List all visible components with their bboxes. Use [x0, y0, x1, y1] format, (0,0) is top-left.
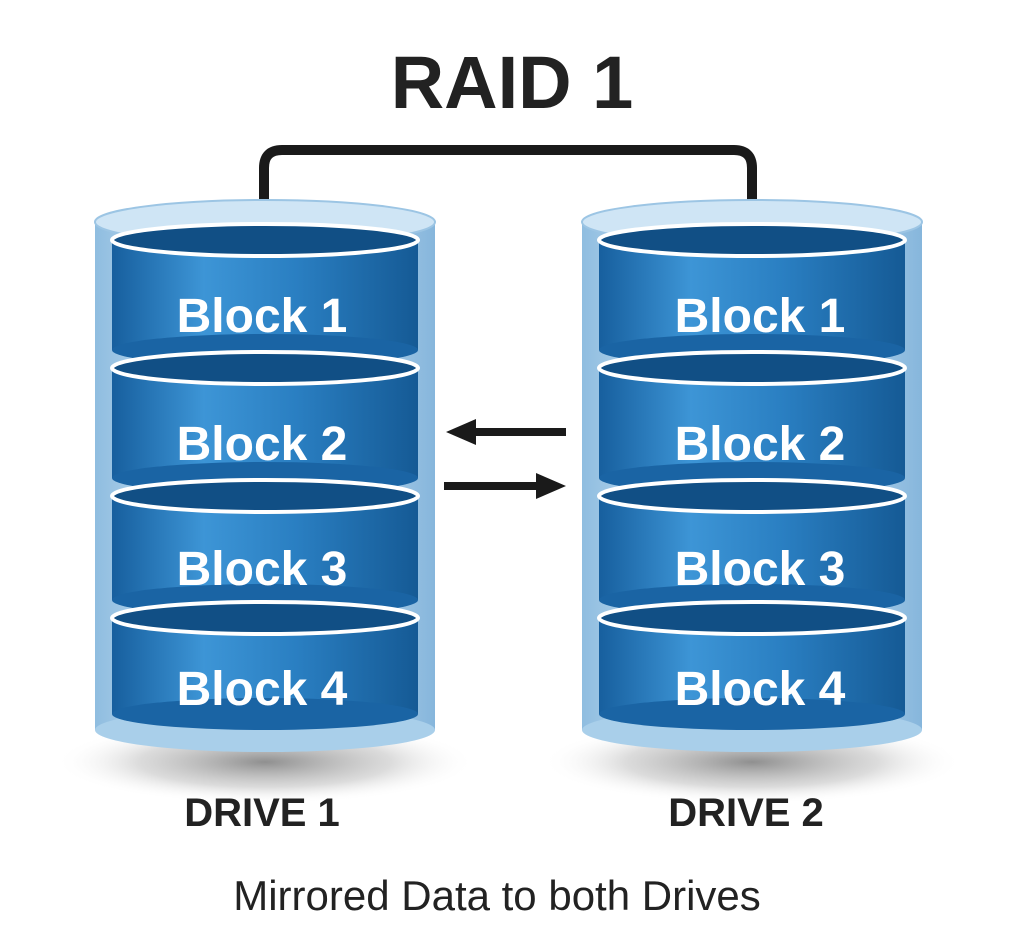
arrow-left-icon	[446, 419, 566, 445]
drive-1: Block 1 Block 2 Block 3 Block 4 DRIVE 1	[55, 199, 475, 835]
block-4: Block 4	[597, 600, 907, 730]
mirror-connector	[259, 145, 757, 247]
page-title: RAID 1	[391, 41, 634, 124]
block-label: Block 3	[675, 543, 846, 596]
drive-2: Block 1 Block 2 Block 3 Block 4 DRIVE 2	[542, 199, 962, 835]
block-label: Block 2	[675, 418, 846, 471]
block-1: Block 1	[597, 222, 907, 366]
arrow-right-icon	[444, 473, 566, 499]
block-label: Block 1	[177, 290, 348, 343]
block-label: Block 3	[177, 543, 348, 596]
drive-label: DRIVE 2	[668, 791, 824, 835]
drive-label: DRIVE 1	[184, 791, 340, 835]
caption: Mirrored Data to both Drives	[233, 872, 761, 919]
block-4: Block 4	[110, 600, 420, 730]
block-label: Block 1	[675, 290, 846, 343]
block-label: Block 4	[177, 663, 348, 716]
block-label: Block 2	[177, 418, 348, 471]
block-2: Block 2	[597, 350, 907, 494]
block-2: Block 2	[110, 350, 420, 494]
block-3: Block 3	[110, 478, 420, 616]
block-3: Block 3	[597, 478, 907, 616]
block-label: Block 4	[675, 663, 846, 716]
block-1: Block 1	[110, 222, 420, 366]
